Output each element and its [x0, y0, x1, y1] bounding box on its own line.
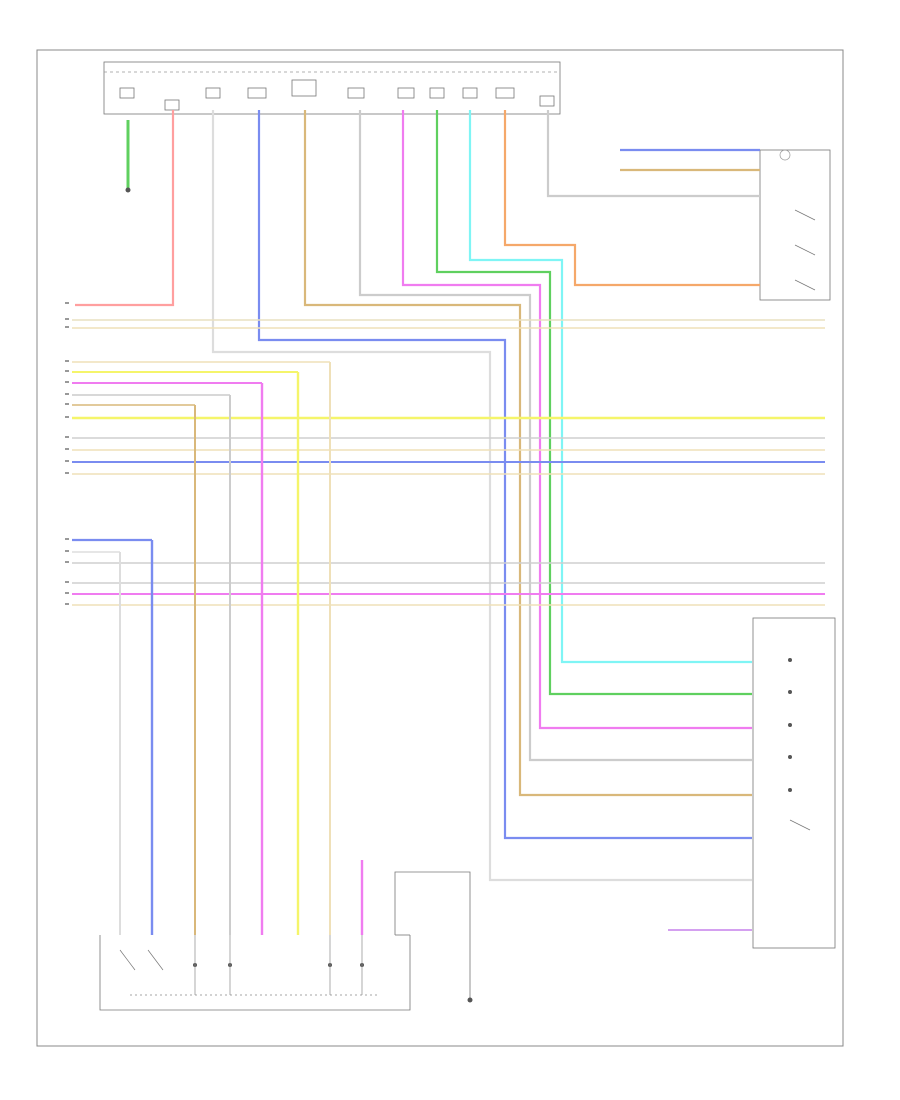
- wire-gray-top: [358, 110, 752, 762]
- bus-lines: [72, 319, 825, 606]
- top-connector-pins: [119, 79, 555, 111]
- wires: [75, 110, 760, 882]
- wire-orange: [503, 110, 760, 287]
- wire-green: [435, 110, 752, 696]
- diagram-border: [36, 49, 844, 1047]
- wire-blue-top: [257, 110, 752, 840]
- bottom-pins: [119, 935, 364, 995]
- wire-tan-top: [303, 110, 752, 797]
- wire-pink: [75, 110, 175, 307]
- wire-gray-right: [546, 110, 760, 198]
- drops: [119, 362, 752, 935]
- terminal-ticks: [65, 302, 69, 605]
- top-connector: [103, 61, 561, 115]
- bottom-connector: [99, 871, 473, 1011]
- wire-magenta-top: [401, 110, 752, 730]
- right-top-switch-box: [759, 149, 831, 301]
- wire-cyan: [468, 110, 752, 664]
- ground-left: [125, 120, 131, 193]
- wire-light-1: [211, 110, 752, 882]
- right-bottom-switch-box: [752, 617, 836, 949]
